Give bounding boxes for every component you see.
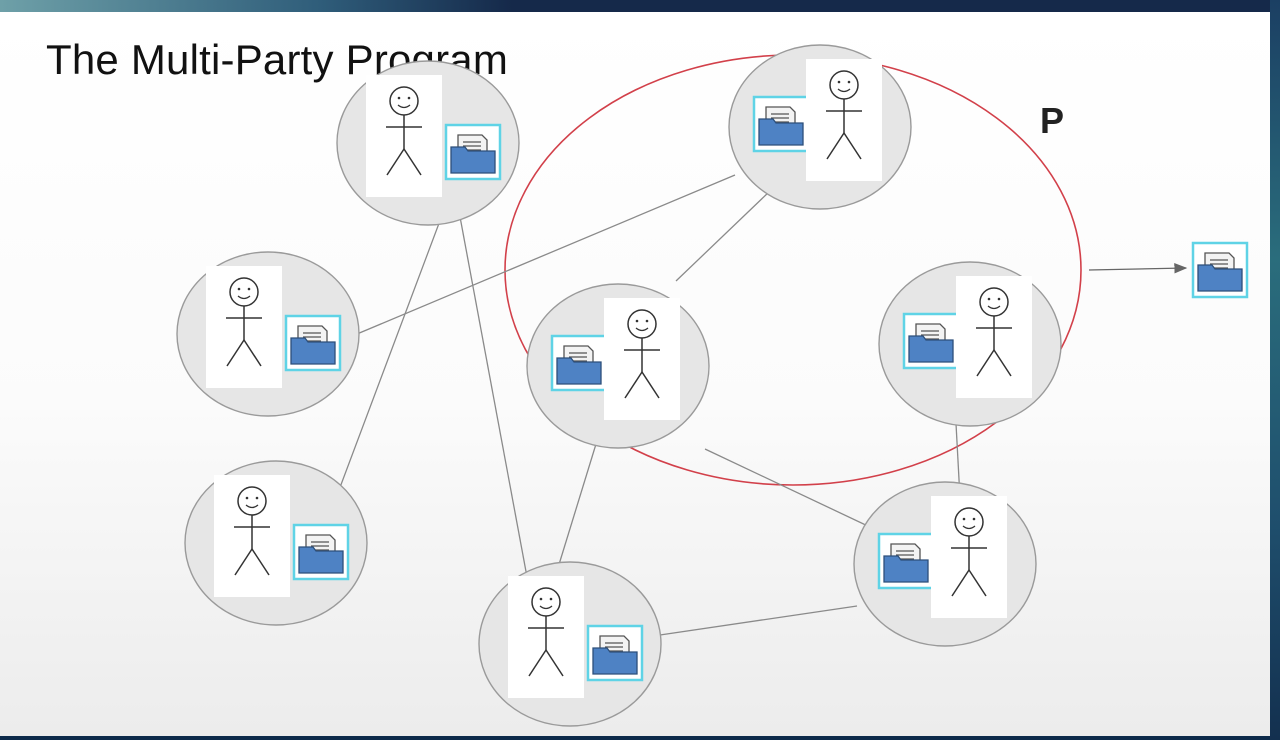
link-left-upper-to-top-center: [356, 174, 736, 335]
multi-party-diagram: [176, 44, 1249, 727]
folder-documents-icon: [444, 123, 502, 181]
folder-documents-icon: [1197, 252, 1243, 292]
party-right: [878, 261, 1062, 427]
stick-figure-icon: [214, 475, 290, 597]
folder-documents-icon: [284, 314, 342, 372]
folder-documents-icon: [586, 624, 644, 682]
stick-figure-icon: [931, 496, 1007, 618]
party-links: [332, 174, 961, 636]
output-arrow: [1088, 263, 1188, 274]
stick-figure-icon: [206, 266, 282, 388]
party-center: [526, 283, 710, 449]
folder-documents-icon: [292, 523, 350, 581]
stick-figure-icon: [604, 298, 680, 420]
link-bottom-center-to-bottom-right: [659, 605, 858, 636]
party-left-lower: [184, 460, 368, 626]
top-background-band: [0, 0, 1280, 14]
folder-documents-icon: [902, 312, 960, 370]
folder-documents-icon: [752, 95, 810, 153]
right-background-band: [1270, 0, 1280, 740]
link-top-left-to-bottom-center: [457, 205, 531, 594]
party-top-left: [336, 60, 520, 226]
folder-documents-icon: [877, 532, 935, 590]
link-top-center-to-center: [675, 190, 771, 282]
stick-figure-icon: [956, 276, 1032, 398]
output-folder: [1191, 241, 1249, 299]
party-bottom-center: [478, 561, 662, 727]
party-left-upper: [176, 251, 360, 417]
stick-figure-icon: [366, 75, 442, 197]
party-top-center: [728, 44, 912, 210]
link-top-left-to-left-lower: [332, 217, 442, 507]
program-label: P: [1040, 100, 1065, 141]
party-bottom-right: [853, 481, 1037, 647]
stick-figure-icon: [806, 59, 882, 181]
folder-documents-icon: [550, 334, 608, 392]
stick-figure-icon: [508, 576, 584, 698]
